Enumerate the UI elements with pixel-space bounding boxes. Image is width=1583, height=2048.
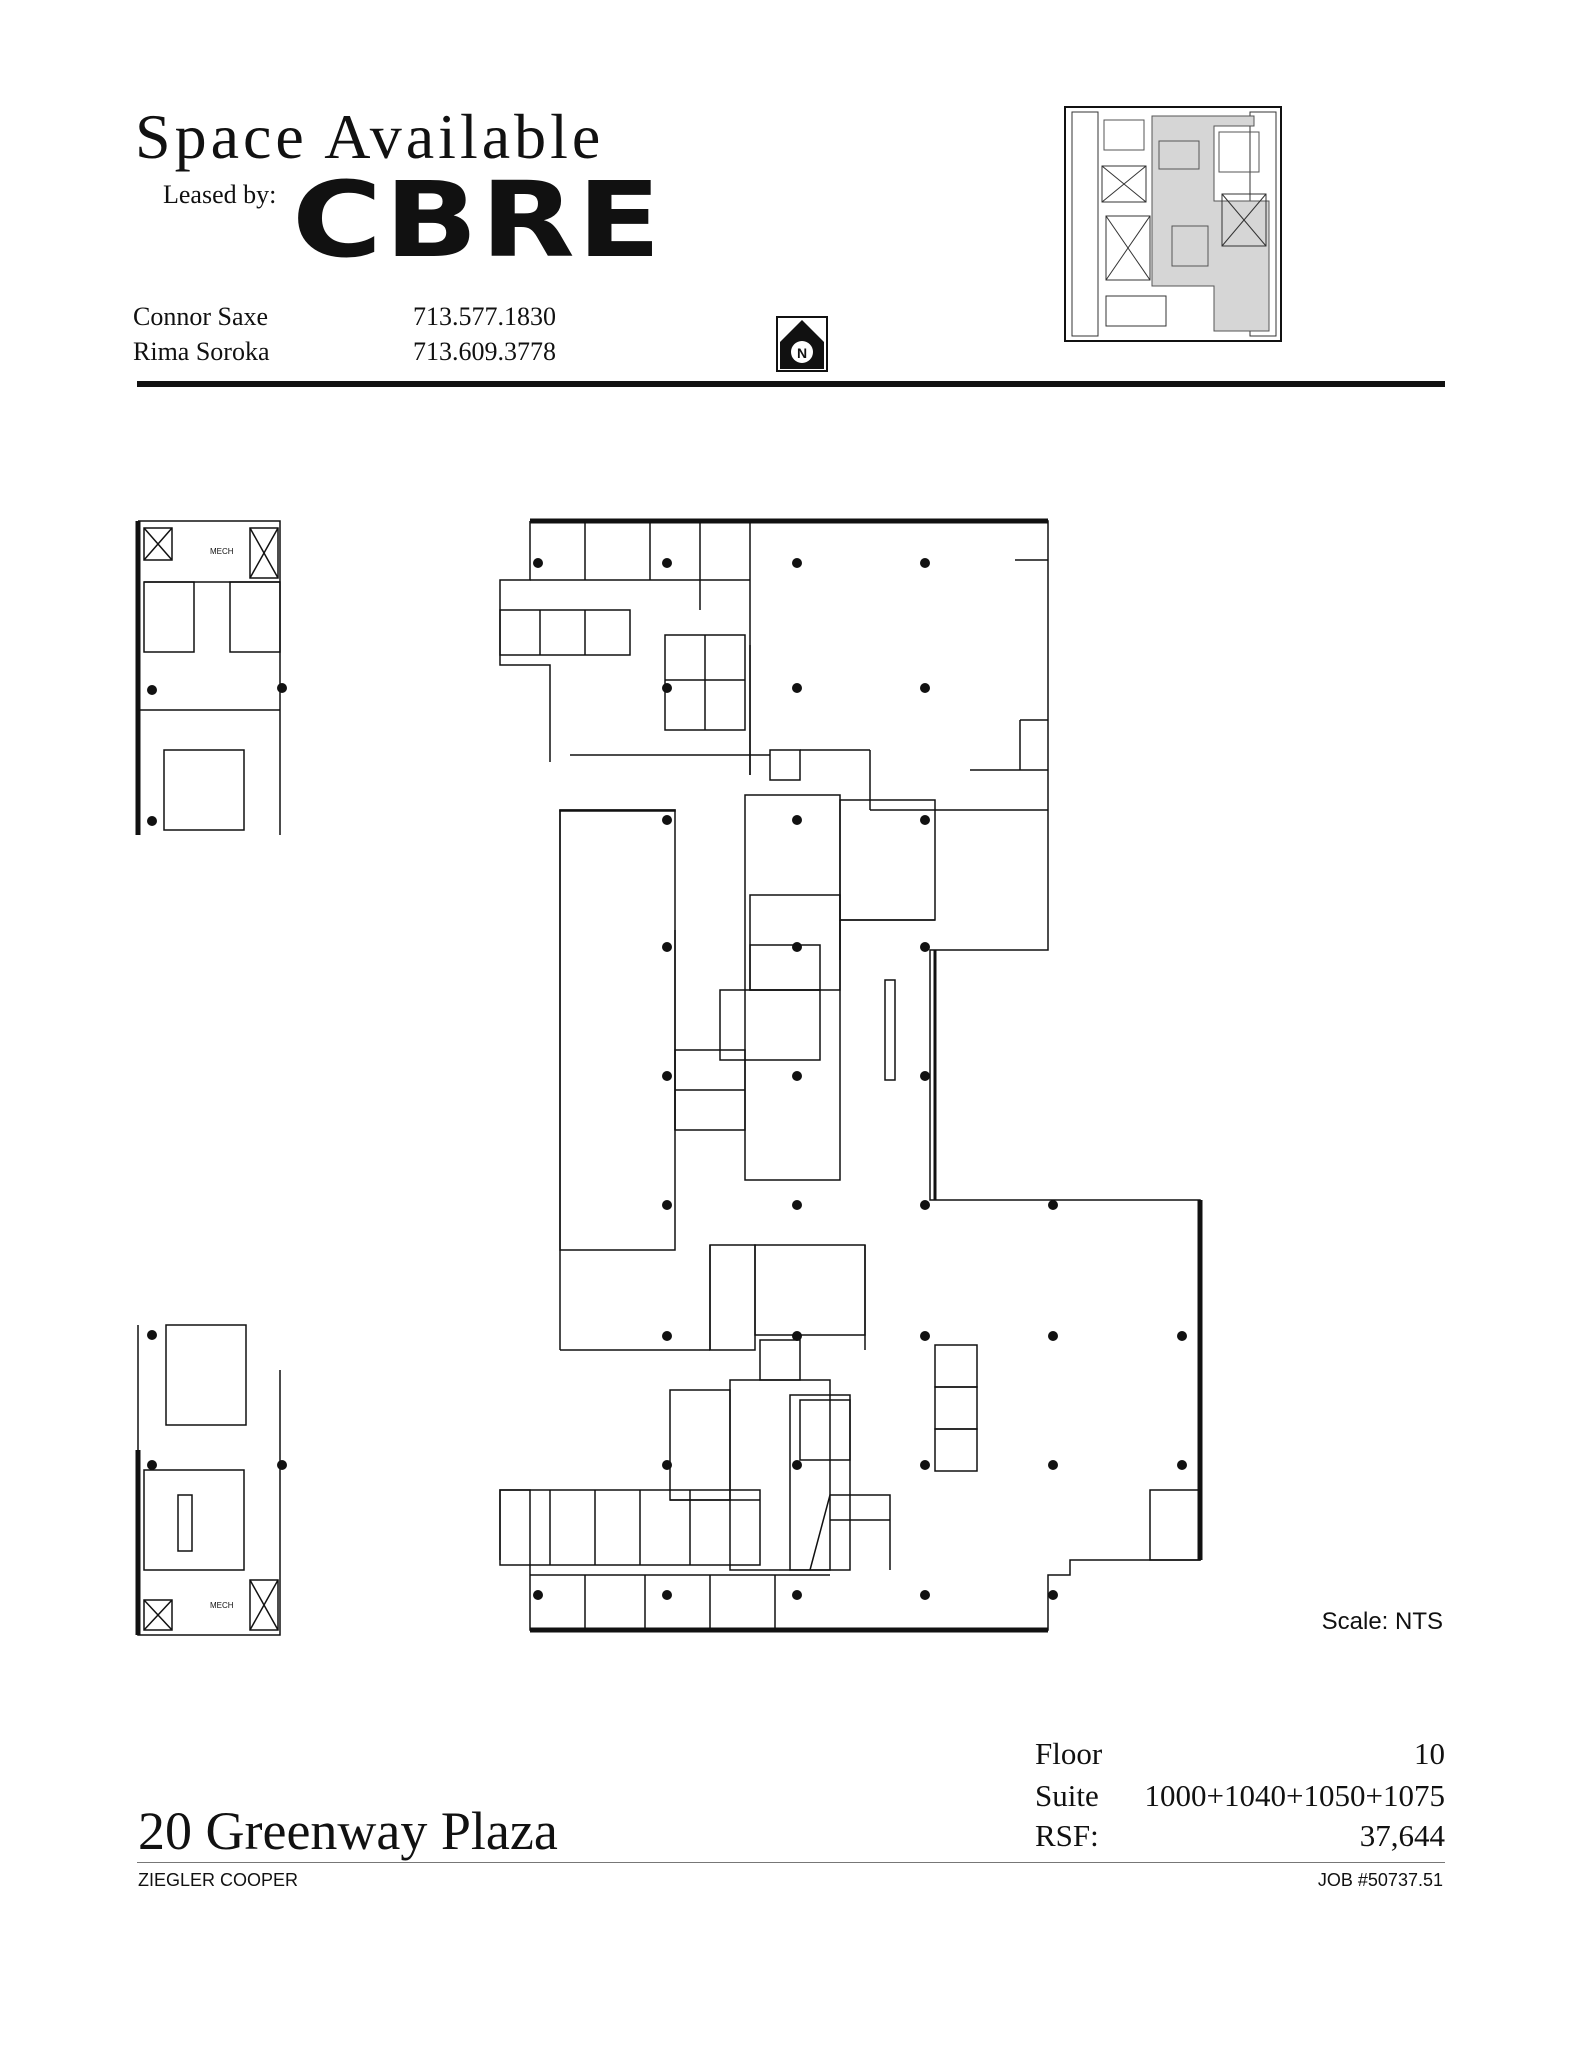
room-label-mech-lower: MECH: [210, 1601, 234, 1610]
cbre-logo: CBRE: [292, 159, 664, 281]
floor-value: 10: [1414, 1736, 1445, 1771]
footer-divider: [137, 1862, 1445, 1863]
job-number: JOB #50737.51: [1317, 1870, 1443, 1890]
rsf-row: RSF: 37,644: [1035, 1818, 1445, 1854]
suite-value: 1000+1040+1050+1075: [1144, 1778, 1445, 1813]
contact-name-1: Connor Saxe: [133, 302, 269, 331]
north-arrow-icon: N: [776, 316, 828, 372]
leased-by-label: Leased by:: [163, 180, 277, 209]
suite-row: Suite 1000+1040+1050+1075: [1035, 1778, 1445, 1814]
north-label: N: [797, 345, 807, 361]
rsf-label: RSF:: [1035, 1818, 1099, 1853]
rsf-value: 37,644: [1359, 1818, 1445, 1853]
contact-phone-1: 713.577.1830: [413, 302, 556, 331]
key-plan-thumbnail: [1064, 106, 1282, 342]
page-title: Space Available: [135, 101, 605, 172]
contact-name-2: Rima Soroka: [133, 337, 270, 366]
floor-row: Floor 10: [1035, 1736, 1445, 1772]
header-divider: [137, 381, 1445, 387]
room-label-mech-upper: MECH: [210, 547, 234, 556]
contact-phone-2: 713.609.3778: [413, 337, 556, 366]
suite-label: Suite: [1035, 1778, 1099, 1813]
scale-label: Scale: NTS: [1321, 1608, 1443, 1635]
floor-label: Floor: [1035, 1736, 1103, 1771]
floor-plan: MECH MECH: [135, 518, 1203, 1636]
architect-name: ZIEGLER COOPER: [138, 1870, 299, 1890]
building-name: 20 Greenway Plaza: [138, 1801, 558, 1861]
